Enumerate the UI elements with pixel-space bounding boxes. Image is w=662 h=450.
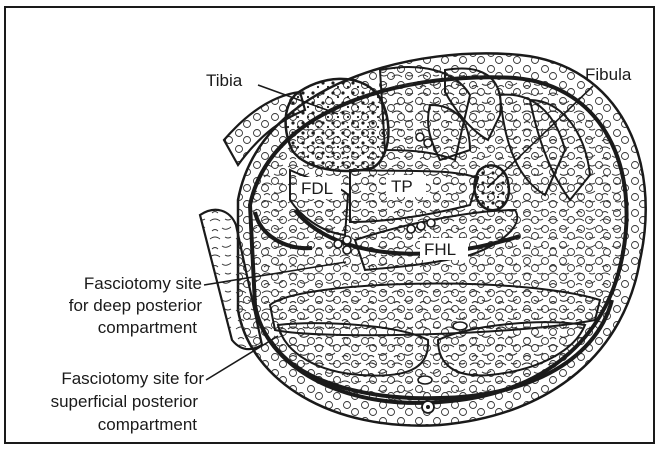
superficial-fasciotomy-line3: compartment	[98, 414, 197, 435]
superficial-fasciotomy-line2: superficial posterior	[51, 391, 198, 412]
tibia-bone	[286, 79, 389, 171]
tibia-label: Tibia	[206, 70, 242, 91]
deep-fasciotomy-line1: Fasciotomy site	[84, 273, 202, 294]
tp-label: TP	[391, 176, 413, 197]
superficial-fasciotomy-line1: Fasciotomy site for	[61, 368, 204, 389]
fhl-label: FHL	[424, 239, 456, 260]
deep-fasciotomy-line3: compartment	[98, 317, 197, 338]
deep-fasciotomy-line2: for deep posterior	[69, 295, 202, 316]
fdl-label: FDL	[301, 178, 333, 199]
fibula-label: Fibula	[585, 64, 631, 85]
